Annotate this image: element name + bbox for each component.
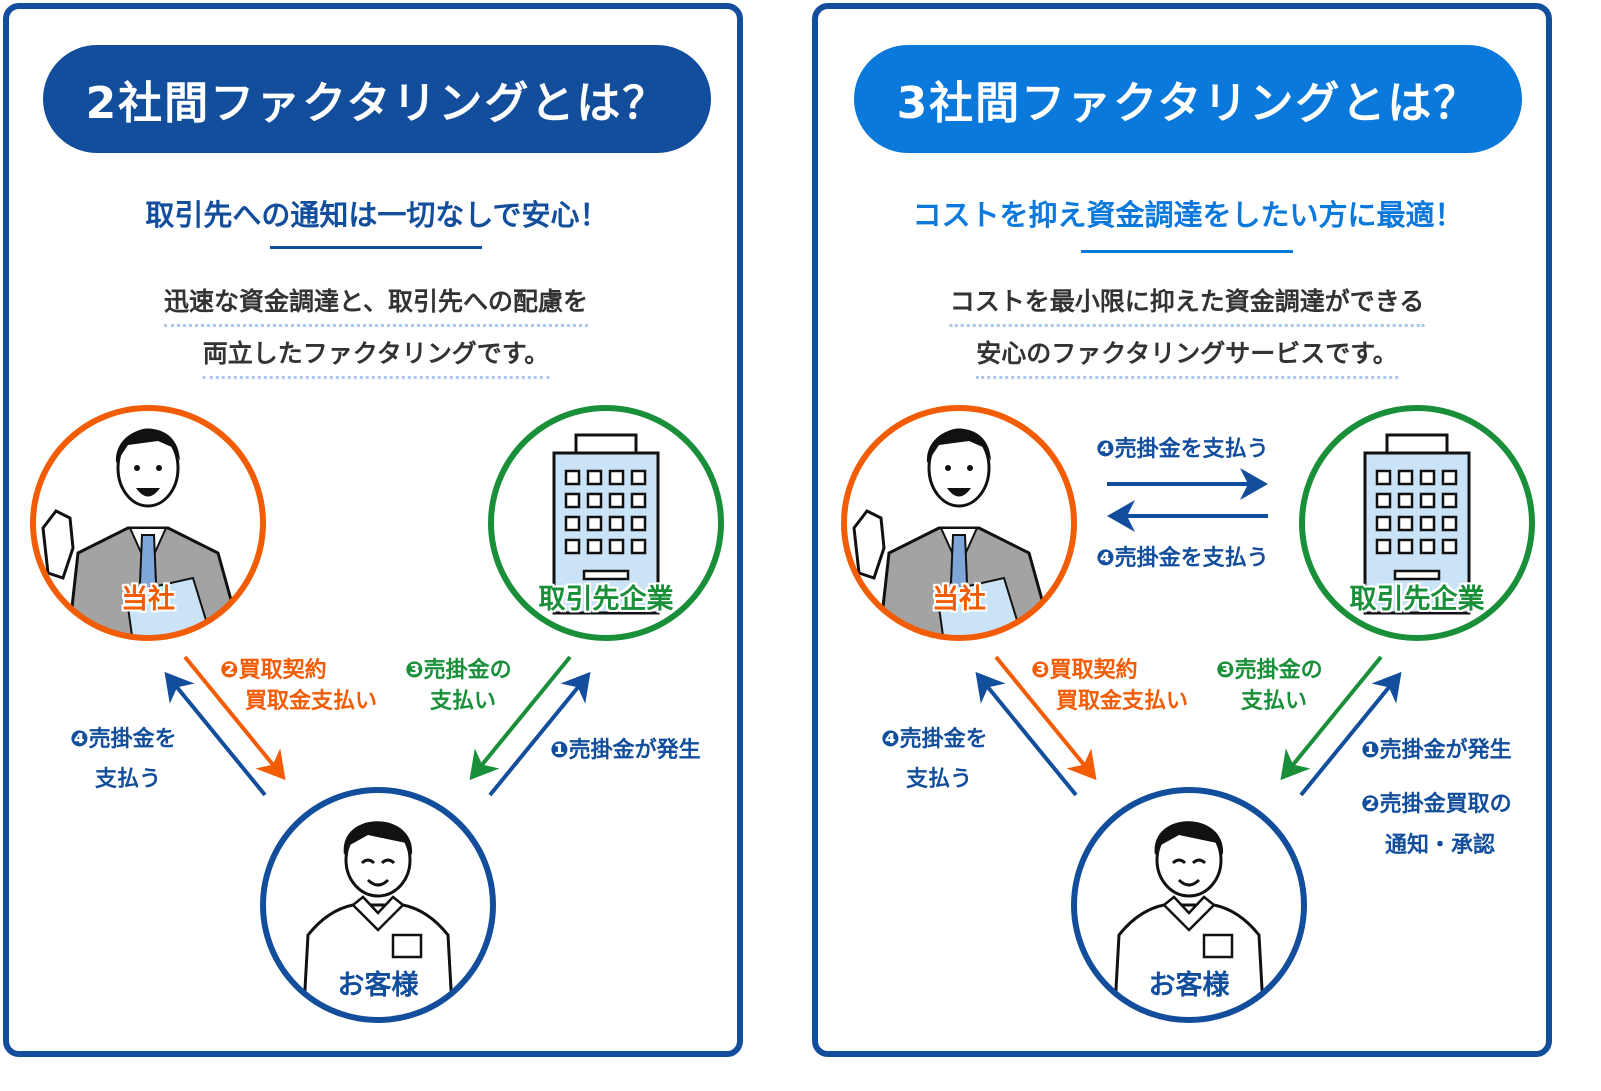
- step3-purchase-label: ❸買取契約: [1031, 658, 1138, 683]
- company-label: 当社: [932, 584, 986, 615]
- step3-label: ❸売掛金の: [405, 658, 512, 683]
- customer-node: [1071, 787, 1307, 1025]
- step4-label-2: 支払う: [906, 767, 973, 792]
- arrow-receivable-occurs: [488, 671, 591, 797]
- company-node: [841, 405, 1077, 643]
- arrow-receivable-payment: [469, 655, 572, 781]
- step1-label: ❶売掛金が発生: [550, 738, 701, 763]
- client-company-node: [488, 405, 724, 641]
- three-party-factoring-panel: [812, 3, 1552, 1057]
- step4-label: ❹売掛金を: [881, 727, 988, 752]
- step3-payment-label: ❸売掛金の: [1216, 658, 1323, 683]
- arrow-pay-receivable: [164, 671, 267, 797]
- divider: [270, 246, 482, 249]
- customer-label: お客様: [1148, 970, 1230, 1001]
- step4-bottom-label: ❹売掛金を支払う: [1096, 546, 1269, 571]
- step2-label: ❷売掛金買取の: [1361, 792, 1512, 817]
- step2-label-2: 通知・承認: [1385, 833, 1496, 858]
- subtitle: コストを抑え資金調達をしたい方に最適！: [912, 198, 1464, 232]
- step3-payment-label-2: 支払い: [1241, 689, 1308, 714]
- step3-purchase-label-2: 買取金支払い: [1056, 689, 1189, 714]
- company-label: 当社: [121, 584, 175, 615]
- arrow-receivable-occurs: [1299, 671, 1402, 797]
- page-title: 3社間ファクタリングとは？: [854, 45, 1522, 153]
- client-company-node: [1299, 405, 1535, 641]
- step2-label-2: 買取金支払い: [245, 689, 378, 714]
- page-title: 2社間ファクタリングとは？: [43, 45, 711, 153]
- step4-top-label: ❹売掛金を支払う: [1096, 437, 1269, 462]
- step2-label: ❷買取契約: [220, 658, 327, 683]
- arrow-receivable-payment: [1280, 655, 1383, 781]
- divider: [1081, 250, 1293, 253]
- arrow-purchase-payment: [183, 655, 286, 781]
- step3-label-2: 支払い: [430, 689, 497, 714]
- step4-label: ❹売掛金を: [70, 727, 177, 752]
- step1-label: ❶売掛金が発生: [1361, 738, 1512, 763]
- two-party-factoring-panel: [3, 3, 743, 1057]
- description-line-2: 両立したファクタリングです。: [202, 334, 550, 379]
- subtitle: 取引先への通知は一切なしで安心！: [145, 198, 609, 232]
- step4-label-2: 支払う: [95, 767, 162, 792]
- customer-label: お客様: [337, 970, 419, 1001]
- arrow-pay-receivable: [975, 671, 1078, 797]
- client-company-label: 取引先企業: [1349, 584, 1485, 615]
- description-line-2: 安心のファクタリングサービスです。: [976, 334, 1398, 379]
- client-company-label: 取引先企業: [538, 584, 674, 615]
- customer-node: [260, 787, 496, 1025]
- arrow-purchase-payment: [994, 655, 1097, 781]
- description-line-1: 迅速な資金調達と、取引先への配慮を: [163, 282, 589, 327]
- description-line-1: コストを最小限に抑えた資金調達ができる: [949, 282, 1425, 327]
- company-node: [30, 405, 266, 643]
